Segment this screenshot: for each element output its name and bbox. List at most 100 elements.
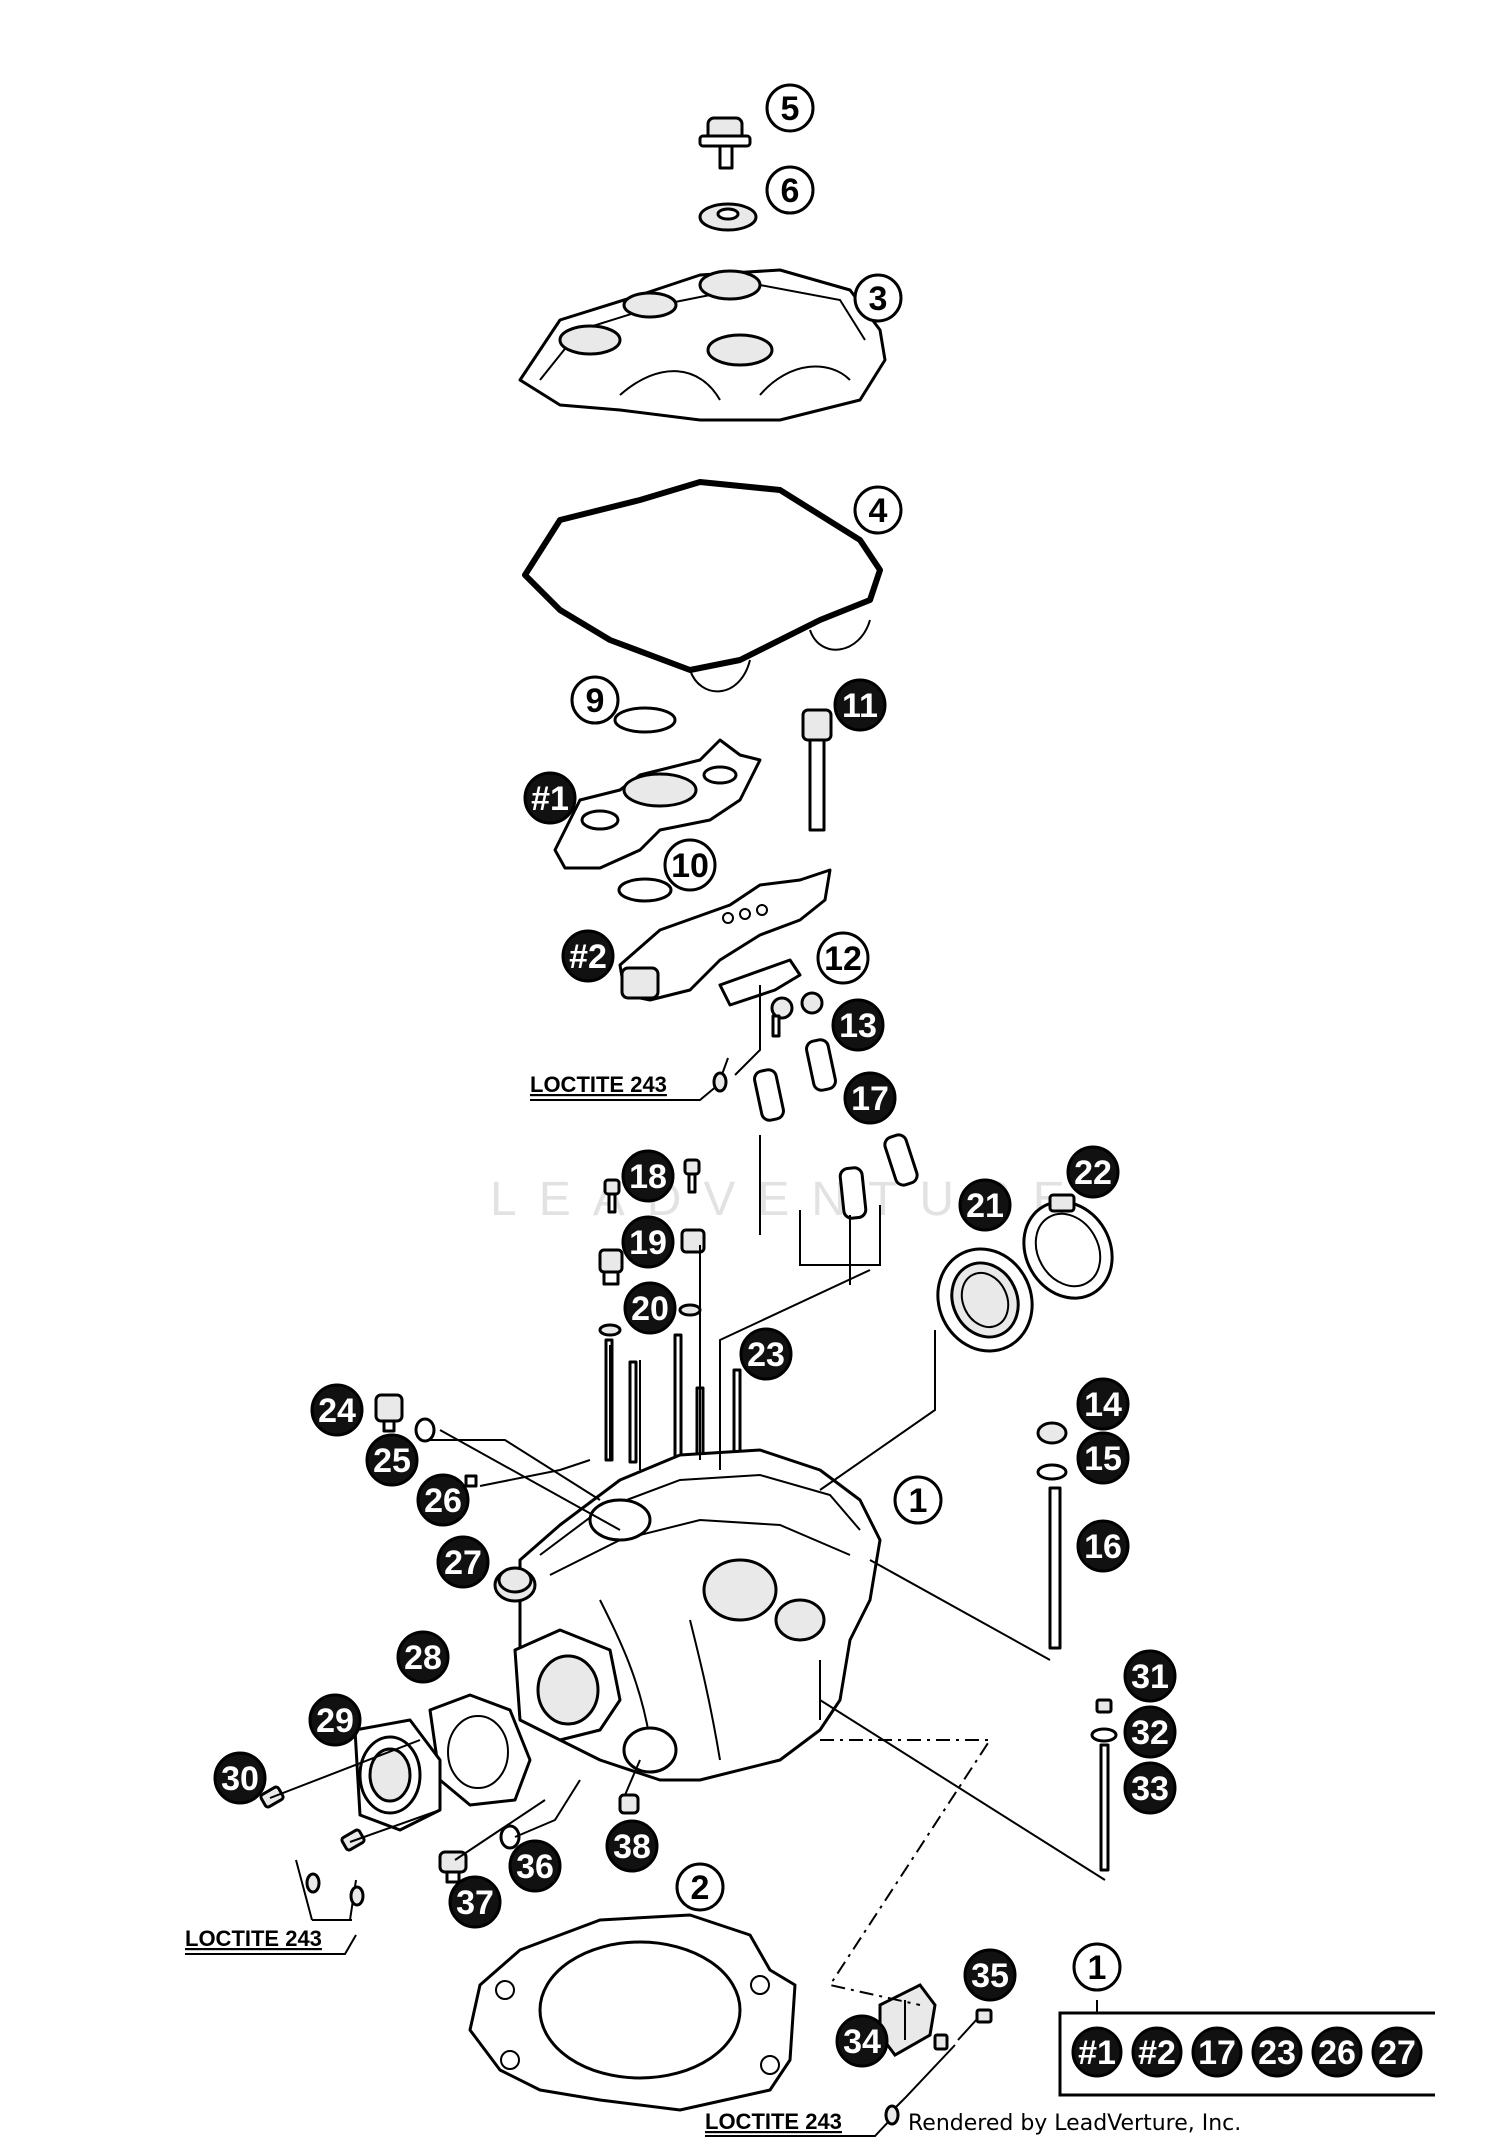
callout-1: 1 — [1072, 1942, 1122, 1992]
part-20-washer-2 — [678, 1303, 702, 1317]
callout-5: 5 — [765, 83, 815, 133]
part-10-o-ring — [617, 877, 673, 903]
callout-number: 3 — [869, 280, 888, 318]
callout-number: 1 — [1088, 1949, 1107, 1987]
part-5-bolt — [698, 116, 752, 170]
part-11-long-bolt — [801, 708, 833, 832]
callout-6: 6 — [765, 165, 815, 215]
callout-number: 5 — [781, 90, 800, 128]
callout-32: 32 — [1123, 1705, 1177, 1759]
callout-number: #1 — [531, 780, 569, 818]
callout-number: 11 — [842, 687, 878, 725]
part-12-plate — [718, 958, 802, 1007]
callout-number: 35 — [971, 1957, 1009, 1995]
callout-number: 22 — [1074, 1154, 1112, 1192]
part-22-hose-clamp — [1022, 1193, 1114, 1300]
callout-number: 38 — [613, 1828, 651, 1866]
callout-number: 31 — [1131, 1658, 1169, 1696]
part-27-cap — [497, 1566, 533, 1594]
kit-item-label: 17 — [1198, 2034, 1236, 2072]
part-26-dowel — [464, 1474, 478, 1488]
part-9-o-ring — [613, 706, 677, 734]
callout-24: 24 — [310, 1383, 364, 1437]
kit-item-label: #2 — [1138, 2034, 1176, 2072]
part-2-head-gasket — [468, 1913, 797, 2112]
part-28-gasket — [428, 1693, 532, 1807]
callout-number: 13 — [839, 1007, 877, 1045]
callout-number: 12 — [824, 940, 862, 978]
kit-item-17: 17 — [1191, 2026, 1243, 2078]
loctite-label-2: LOCTITE 243 — [185, 1872, 365, 1955]
loctite-label-1: LOCTITE 243 — [530, 1071, 728, 1101]
callout-15: 15 — [1076, 1431, 1130, 1485]
callout-number: 21 — [966, 1187, 1004, 1225]
callout-12: 12 — [816, 931, 870, 985]
callout-number: 4 — [869, 492, 888, 530]
callout-number: 6 — [781, 172, 800, 210]
part-1-cylinder-head — [493, 1448, 882, 1782]
part-6-washer — [698, 202, 758, 232]
callout-number: 34 — [843, 2023, 881, 2061]
part-21-intake-boot — [936, 1247, 1034, 1353]
callout-number: 17 — [851, 1080, 889, 1118]
callout-number: 28 — [404, 1639, 442, 1677]
callout-number: 19 — [629, 1224, 667, 1262]
part-4-valve-cover-gasket — [522, 479, 883, 693]
kit-item-hash-2: #2 — [1131, 2026, 1183, 2078]
callout-30: 30 — [213, 1751, 267, 1805]
kit-item-27: 27 — [1371, 2026, 1423, 2078]
part-24-plug — [374, 1393, 404, 1433]
callout-number: 16 — [1084, 1528, 1122, 1566]
callout-number: 37 — [456, 1884, 494, 1922]
callout-27: 27 — [436, 1535, 490, 1589]
callout-number: 27 — [444, 1544, 482, 1582]
svg-text:LOCTITE 243: LOCTITE 243 — [705, 2109, 842, 2134]
callout-31: 31 — [1123, 1649, 1177, 1703]
part-18-small-bolts — [603, 1158, 701, 1214]
callout-number: 24 — [318, 1392, 356, 1430]
callout-number: 10 — [671, 847, 709, 885]
callout-hash-2: #2 — [561, 929, 615, 983]
callout-number: 14 — [1084, 1386, 1122, 1424]
callout-number: 32 — [1131, 1714, 1169, 1752]
credit-text: Rendered by LeadVerture, Inc. — [908, 2111, 1241, 2136]
callout-number: 20 — [631, 1290, 669, 1328]
callout-19: 19 — [621, 1215, 675, 1269]
callout-9: 9 — [570, 675, 620, 725]
callout-37: 37 — [448, 1875, 502, 1929]
part-25-o-ring — [414, 1417, 436, 1443]
part-38-plug — [618, 1793, 640, 1815]
callout-number: 30 — [221, 1760, 259, 1798]
part-31-33-stud-nut-washer — [1090, 1698, 1118, 1872]
part-37-plug — [438, 1850, 468, 1884]
callout-25: 25 — [365, 1433, 419, 1487]
part-29-intake-manifold — [353, 1718, 442, 1832]
part-3-valve-cover — [518, 268, 887, 422]
callout-4: 4 — [853, 485, 903, 535]
callout-hash-1: #1 — [523, 771, 577, 825]
callout-2: 2 — [675, 1862, 725, 1912]
callout-number: 2 — [691, 1869, 710, 1907]
part-2-cam-bridge — [618, 868, 832, 1002]
part-17-cam-followers — [753, 1038, 919, 1285]
kit-item-23: 23 — [1251, 2026, 1303, 2078]
callout-number: 1 — [909, 1482, 928, 1520]
part-36-o-ring — [499, 1824, 521, 1850]
callout-11: 11 — [833, 678, 887, 732]
callout-21: 21 — [958, 1178, 1012, 1232]
callout-number: 23 — [747, 1336, 785, 1374]
kit-item-label: 26 — [1318, 2034, 1356, 2072]
callout-number: 9 — [586, 682, 605, 720]
callout-1: 1 — [893, 1475, 943, 1525]
callout-29: 29 — [308, 1693, 362, 1747]
callout-number: 29 — [316, 1702, 354, 1740]
callout-number: #2 — [569, 938, 607, 976]
part-14-16-stud-nut-washer — [1036, 1421, 1068, 1650]
callout-23: 23 — [739, 1327, 793, 1381]
svg-text:LOCTITE 243: LOCTITE 243 — [185, 1926, 322, 1951]
callout-13: 13 — [831, 998, 885, 1052]
part-13-screws — [770, 991, 824, 1038]
